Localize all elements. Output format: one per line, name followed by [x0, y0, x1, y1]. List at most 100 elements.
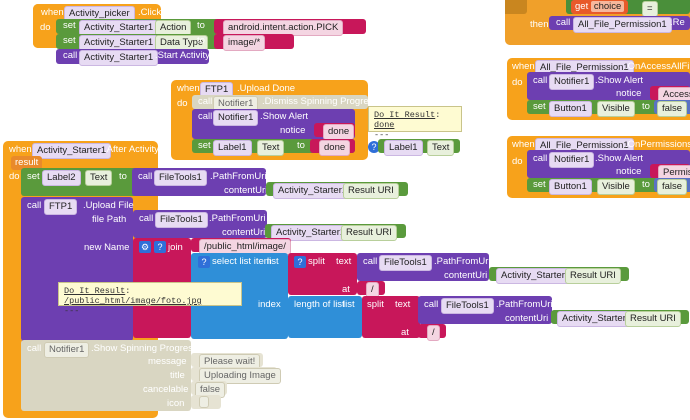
do-keyword: do — [40, 22, 51, 33]
when-keyword: when — [9, 144, 32, 155]
at-param: at — [401, 327, 409, 338]
property-dropdown[interactable]: Text — [257, 140, 285, 156]
component-dropdown[interactable]: Notifier1 — [549, 74, 595, 90]
property-dropdown[interactable]: Visible — [597, 179, 635, 195]
file-path-param: file Path — [92, 214, 127, 225]
contenturi-param: contentUri — [505, 313, 549, 324]
event-name: .OnAccessAllFiles — [625, 61, 690, 72]
set-keyword: set — [533, 101, 546, 112]
component-dropdown[interactable]: FileTools1 — [379, 255, 432, 271]
boolean-dropdown[interactable]: false — [657, 101, 688, 117]
split-block[interactable] — [362, 296, 420, 338]
method-name: .PathFromUri — [209, 213, 266, 224]
select-list-item-keyword: select list item — [212, 256, 272, 267]
string-value[interactable]: done — [319, 140, 351, 156]
length-of-list-keyword: length of list — [294, 299, 345, 310]
component-dropdown[interactable]: Label1 — [213, 140, 252, 156]
component-dropdown[interactable]: Label2 — [42, 170, 81, 186]
property-dropdown[interactable]: Text — [427, 140, 455, 156]
component-dropdown[interactable]: Button1 — [549, 179, 592, 195]
help-icon[interactable]: ? — [154, 241, 166, 253]
string-value[interactable]: image/* — [223, 35, 266, 51]
string-value[interactable]: / — [427, 325, 440, 341]
property-dropdown[interactable]: Result URI — [343, 183, 399, 199]
component-dropdown[interactable]: Activity_Starter1 — [79, 50, 159, 66]
call-keyword: call — [63, 50, 78, 61]
property-dropdown[interactable]: Result URI — [565, 268, 621, 284]
icon-param: icon — [167, 398, 185, 409]
string-value[interactable] — [199, 396, 209, 408]
component-dropdown[interactable]: Button1 — [549, 101, 592, 117]
event-name: .After Activity — [104, 144, 159, 155]
to-keyword: to — [642, 179, 650, 190]
string-value[interactable]: Uploading Image — [199, 368, 281, 384]
to-keyword: to — [297, 140, 305, 151]
call-keyword: call — [424, 299, 439, 310]
title-param: title — [170, 370, 185, 381]
component-dropdown[interactable]: Activity_Starter1 — [32, 143, 112, 159]
component-dropdown[interactable]: FTP1 — [44, 199, 78, 215]
component-dropdown[interactable]: FileTools1 — [441, 298, 494, 314]
call-keyword: call — [533, 153, 548, 164]
get-variable-block[interactable]: get choice — [571, 0, 629, 14]
compare-operator-dropdown[interactable]: = — [642, 1, 658, 17]
when-keyword: when — [512, 139, 535, 150]
when-keyword: when — [512, 61, 535, 72]
text-param: text — [336, 256, 352, 267]
result-parameter[interactable]: result — [11, 156, 43, 170]
length-of-list-block[interactable] — [288, 296, 362, 338]
to-keyword: to — [119, 171, 127, 182]
event-name: .OnPermissionsG — [625, 139, 690, 150]
do-it-result-bubble: Do It Result: /public_html/image/foto.jp… — [58, 282, 242, 316]
method-name: .Show Alert — [260, 111, 309, 122]
do-keyword: do — [177, 98, 188, 109]
component-dropdown[interactable]: Activity_Starter1 — [496, 268, 576, 284]
method-name: .PathFromUri — [210, 171, 267, 182]
help-icon[interactable]: ? — [198, 256, 210, 268]
method-name: .PathFromUri — [496, 299, 553, 310]
mutator-gear-icon[interactable]: ⚙ — [139, 241, 151, 253]
method-name: .Show Spinning Progress — [91, 343, 198, 354]
if-keyword-fragment — [505, 0, 527, 14]
notice-param: notice — [616, 166, 642, 177]
do-it-result-bubble: Do It Result: done --- — [368, 106, 462, 140]
call-keyword: call — [139, 213, 154, 224]
property-dropdown[interactable]: Text — [85, 170, 113, 186]
method-name: .Show Alert — [595, 153, 644, 164]
component-dropdown[interactable]: Notifier1 — [213, 110, 259, 126]
method-name: .PathFromUri — [434, 256, 491, 267]
property-dropdown[interactable]: Result URI — [341, 225, 397, 241]
component-dropdown[interactable]: Notifier1 — [44, 342, 90, 358]
set-keyword: set — [198, 140, 211, 151]
call-keyword: call — [198, 111, 213, 122]
property-dropdown[interactable]: Visible — [597, 101, 635, 117]
set-keyword: set — [533, 179, 546, 190]
info-icon[interactable]: ? — [368, 141, 380, 153]
method-name: .Re — [670, 17, 685, 28]
set-keyword: set — [27, 171, 40, 182]
do-keyword: do — [512, 77, 523, 88]
component-dropdown[interactable]: Activity_Starter1 — [273, 183, 353, 199]
component-dropdown[interactable]: FileTools1 — [155, 212, 208, 228]
text-param: text — [395, 299, 411, 310]
component-dropdown[interactable]: Label1 — [384, 140, 423, 156]
component-dropdown[interactable]: FileTools1 — [154, 170, 207, 186]
list-param: list — [267, 256, 279, 267]
boolean-dropdown[interactable]: false — [657, 179, 688, 195]
contenturi-param: contentUri — [222, 227, 266, 238]
help-icon[interactable]: ? — [294, 256, 306, 268]
method-name: .Dismiss Spinning Progress — [262, 96, 379, 107]
when-keyword: when — [41, 7, 64, 18]
call-block-upload-file[interactable] — [21, 197, 133, 341]
call-keyword: call — [533, 75, 548, 86]
call-keyword: call — [198, 96, 213, 107]
split-keyword: split — [367, 299, 384, 310]
string-value[interactable]: done — [323, 124, 355, 140]
message-param: message — [148, 356, 187, 367]
event-name: .Click — [138, 7, 162, 18]
component-dropdown[interactable]: All_File_Permission1 — [573, 17, 672, 33]
property-dropdown[interactable]: Result URI — [625, 311, 681, 327]
contenturi-param: contentUri — [444, 270, 488, 281]
component-dropdown[interactable]: Notifier1 — [549, 152, 595, 168]
index-param: index — [258, 299, 281, 310]
